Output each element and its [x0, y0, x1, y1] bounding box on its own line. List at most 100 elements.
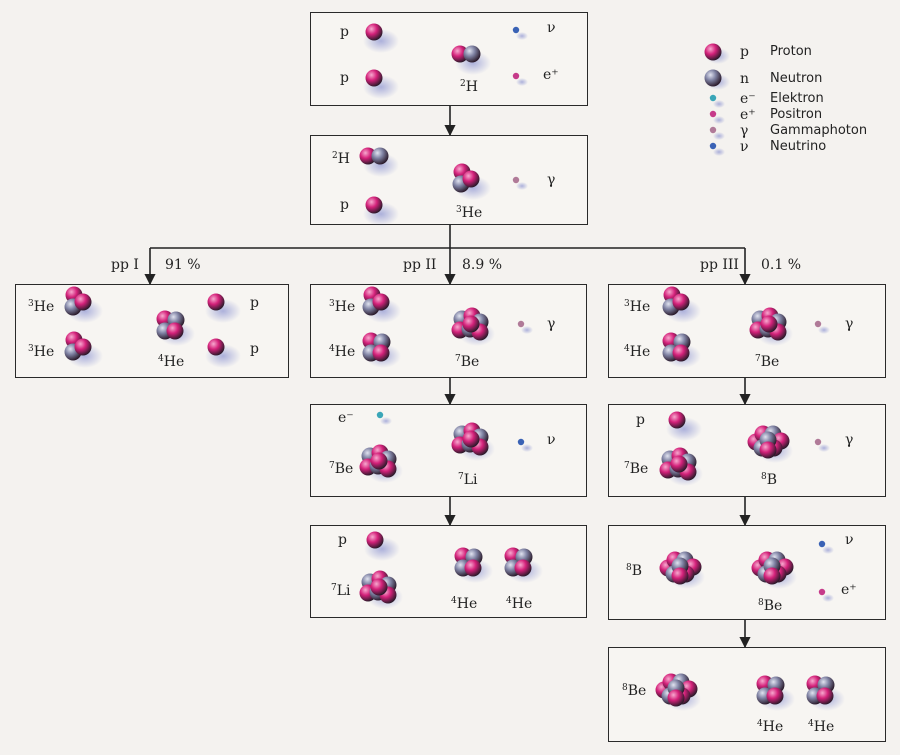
- label-gamma: γ: [547, 172, 556, 188]
- particle-shadow: [818, 326, 830, 334]
- label-neutrino: ν: [845, 532, 854, 548]
- branch-percent-pp3: 0.1 %: [761, 257, 801, 273]
- neutrino-icon: [818, 540, 826, 548]
- proton-icon: [365, 69, 383, 87]
- label-deuterium: 2H: [332, 151, 350, 167]
- label-boron-8: 8B: [626, 563, 643, 579]
- label-helium-4: 4He: [757, 719, 784, 735]
- legend-symbol-gamma: γ: [740, 123, 749, 139]
- legend-symbol-positron: e⁺: [740, 107, 756, 123]
- neutron-icon: [704, 69, 722, 87]
- helium-3-icon: [372, 293, 390, 311]
- helium-4-icon: [766, 687, 784, 705]
- reaction-box-2: [310, 135, 588, 225]
- label-neutrino: ν: [547, 20, 556, 36]
- legend-name-neutrino: Neutrino: [770, 139, 827, 154]
- particle-shadow: [713, 148, 725, 156]
- label-beryllium-8: 8Be: [758, 598, 783, 614]
- label-helium-4: 4He: [506, 596, 533, 612]
- particle-shadow: [713, 132, 725, 140]
- helium-4-icon: [372, 344, 390, 362]
- particle-shadow: [380, 417, 392, 425]
- positron-icon: [818, 588, 826, 596]
- helium-4-icon: [514, 559, 532, 577]
- helium-4-icon: [464, 559, 482, 577]
- label-boron-8: 8B: [761, 472, 778, 488]
- legend-symbol-neutron: n: [740, 71, 750, 87]
- deuterium-icon: [463, 45, 481, 63]
- legend-symbol-proton: p: [740, 44, 749, 60]
- label-beryllium-7: 7Be: [755, 354, 780, 370]
- reaction-box-pp3-3: [608, 525, 886, 620]
- beryllium-7-icon: [462, 430, 480, 448]
- branch-percent: 8.9 %: [462, 257, 503, 273]
- label-beryllium-7: 7Be: [329, 461, 354, 477]
- particle-shadow: [516, 182, 528, 190]
- particle-shadow: [521, 326, 533, 334]
- label-proton: p: [250, 341, 259, 357]
- label-electron: e⁻: [338, 410, 354, 426]
- particle-shadow: [822, 594, 834, 602]
- boron-8-icon: [763, 567, 781, 585]
- label-helium-3: 3He: [329, 299, 356, 315]
- deuterium-icon: [359, 147, 377, 165]
- reaction-box-pp2-2: [310, 404, 587, 497]
- branch-name: pp II: [403, 257, 437, 273]
- reaction-box-pp3-2: [608, 404, 886, 497]
- neutrino-icon: [512, 26, 520, 34]
- reaction-box-1: [310, 12, 588, 106]
- branch-percent-pp1: 91 %: [165, 257, 201, 273]
- particle-shadow: [822, 546, 834, 554]
- boron-8-icon: [759, 441, 777, 459]
- label-proton: p: [636, 412, 645, 428]
- label-beryllium-7: 7Be: [455, 354, 480, 370]
- branch-percent: 0.1 %: [761, 257, 802, 273]
- label-gamma: γ: [547, 316, 556, 332]
- beryllium-7-icon: [462, 315, 480, 333]
- label-positron: e⁺: [841, 582, 857, 598]
- helium-4-icon: [816, 687, 834, 705]
- legend-name-gamma: Gammaphoton: [770, 123, 868, 138]
- particle-shadow: [516, 78, 528, 86]
- label-helium-4: 4He: [624, 344, 651, 360]
- helium-3-icon: [74, 293, 92, 311]
- positron-icon: [512, 72, 520, 80]
- helium-4-icon: [672, 344, 690, 362]
- label-helium-3: 3He: [28, 299, 55, 315]
- helium-3-icon: [672, 293, 690, 311]
- neutrino-icon: [517, 438, 525, 446]
- proton-icon: [207, 293, 225, 311]
- proton-icon: [207, 338, 225, 356]
- proton-icon: [365, 196, 383, 214]
- deuterium-icon: [371, 147, 389, 165]
- electron-icon: [376, 411, 384, 419]
- legend-name-positron: Positron: [770, 107, 823, 122]
- label-positron: e⁺: [543, 67, 559, 83]
- helium-3-icon: [74, 338, 92, 356]
- particle-shadow: [521, 444, 533, 452]
- label-gamma: γ: [845, 316, 854, 332]
- label-helium-3: 3He: [456, 205, 483, 221]
- gamma-icon: [709, 126, 717, 134]
- helium-4-icon: [166, 322, 184, 340]
- gamma-icon: [517, 320, 525, 328]
- label-helium-4: 4He: [451, 596, 478, 612]
- branch-name: pp III: [700, 257, 739, 273]
- reaction-box-pp2-1: [310, 284, 587, 378]
- label-lithium-7: 7Li: [331, 583, 351, 599]
- legend-name-neutron: Neutron: [770, 71, 823, 86]
- label-helium-3: 3He: [624, 299, 651, 315]
- particle-shadow: [516, 32, 528, 40]
- legend-symbol-neutrino: ν: [740, 139, 749, 155]
- boron-8-icon: [671, 567, 689, 585]
- reaction-box-pp3-1: [608, 284, 886, 378]
- label-gamma: γ: [845, 432, 854, 448]
- particle-shadow: [713, 100, 725, 108]
- proton-icon: [366, 531, 384, 549]
- neutrino-icon: [709, 142, 717, 150]
- label-proton: p: [250, 295, 259, 311]
- label-helium-4: 4He: [329, 344, 356, 360]
- label-deuterium: 2H: [460, 79, 478, 95]
